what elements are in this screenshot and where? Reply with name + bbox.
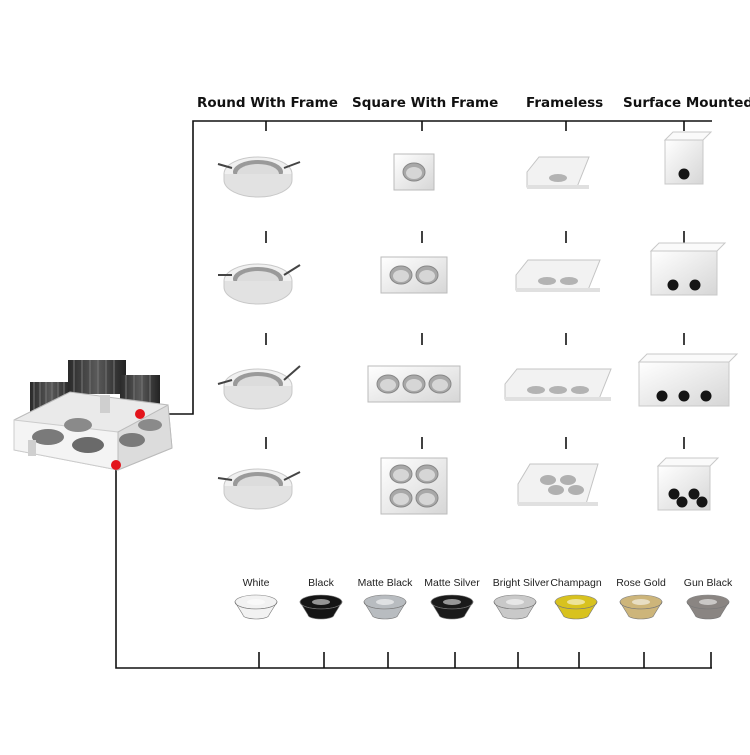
finish-ticks [258, 652, 712, 668]
bottom-bus-line [115, 465, 712, 669]
reflector-swatch [299, 594, 343, 620]
round-frame-fixture [217, 156, 301, 198]
finish-label-gun-black: Gun Black [683, 577, 733, 589]
frameless-fixture [504, 368, 612, 401]
connection-marker-bottom [111, 460, 121, 470]
square-frame-fixture [367, 365, 461, 403]
finish-label-rose-gold: Rose Gold [616, 577, 666, 589]
square-frame-fixture [380, 256, 448, 294]
round-frame-fixture [217, 468, 301, 510]
surface-mounted-fixture [649, 242, 727, 296]
reflector-swatch [363, 594, 407, 620]
finish-label-champagn: Champagn [550, 577, 602, 589]
finish-label-bright-silver: Bright Silver [492, 577, 550, 589]
finish-swatches [234, 594, 730, 620]
surface-mounted-fixture [663, 131, 713, 185]
round-frame-fixture [217, 365, 301, 410]
surface-mounted-fixture [656, 457, 720, 511]
round-frame-fixture [218, 263, 301, 305]
reflector-swatch [493, 594, 537, 620]
square-frame-fixture [393, 153, 435, 191]
column-header-square: Square With Frame [352, 95, 499, 111]
column-ticks [265, 121, 685, 449]
finish-label-black: Black [308, 577, 334, 589]
column-header-surface: Surface Mounted [623, 95, 750, 111]
frameless-fixture [526, 156, 590, 189]
reflector-swatch [686, 594, 730, 620]
frameless-fixture [515, 259, 601, 292]
column-header-frameless: Frameless [526, 95, 604, 111]
square-frame-fixture [380, 457, 448, 515]
main-fixture-image [13, 360, 173, 471]
frameless-fixture [517, 463, 599, 506]
reflector-swatch [234, 594, 278, 620]
reflector-swatch [430, 594, 474, 620]
connection-marker-top [135, 409, 145, 419]
finish-label-white: White [242, 577, 270, 589]
finish-label-matte-silver: Matte Silver [424, 577, 480, 589]
surface-mounted-fixture [637, 353, 739, 407]
reflector-swatch [554, 594, 598, 620]
column-header-round: Round With Frame [197, 95, 338, 111]
product-grid [217, 131, 739, 515]
reflector-swatch [619, 594, 663, 620]
finish-label-matte-black: Matte Black [357, 577, 413, 589]
